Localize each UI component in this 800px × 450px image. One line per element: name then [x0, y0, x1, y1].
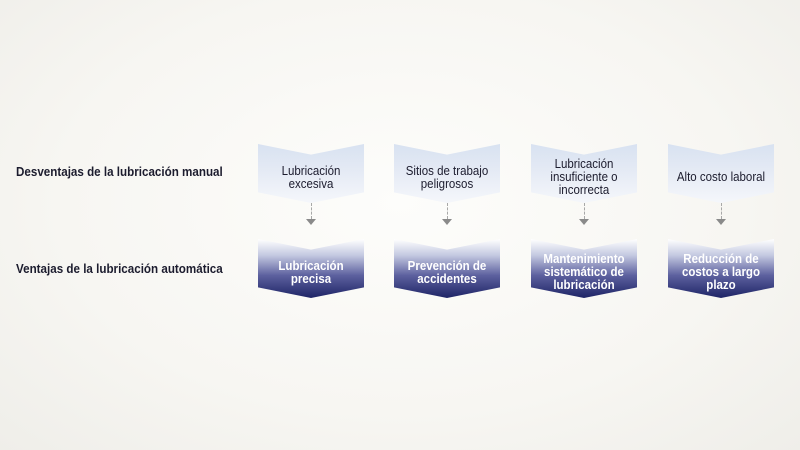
connector-line-4: [721, 203, 722, 219]
connector-line-2: [447, 203, 448, 219]
disadvantages-row-label: Desventajas de la lubricación manual: [16, 165, 223, 179]
advantage-chevron-3: Mantenimiento sistemático de lubricación: [531, 239, 637, 298]
advantage-text-1: Lubricación precisa: [278, 258, 344, 286]
connector-line-3: [584, 203, 585, 219]
advantage-chevron-1: Lubricación precisa: [258, 239, 364, 298]
disadvantage-chevron-1: Lubricación excesiva: [258, 144, 364, 203]
disadvantage-text-3: Lubricación insuficiente o incorrecta: [550, 157, 618, 197]
disadvantage-chevron-2: Sitios de trabajo peligrosos: [394, 144, 500, 203]
disadvantage-text-2: Sitios de trabajo peligrosos: [405, 163, 489, 191]
advantage-chevron-4: Reducción de costos a largo plazo: [668, 239, 774, 298]
down-arrow-icon-3: [579, 219, 589, 225]
disadvantage-chevron-4: Alto costo laboral: [668, 144, 774, 203]
down-arrow-icon-4: [716, 219, 726, 225]
down-arrow-icon-2: [442, 219, 452, 225]
advantages-row-label: Ventajas de la lubricación automática: [16, 262, 223, 276]
advantage-text-2: Prevención de accidentes: [407, 258, 487, 286]
disadvantage-text-4: Alto costo laboral: [676, 170, 766, 184]
disadvantage-chevron-3: Lubricación insuficiente o incorrecta: [531, 144, 637, 203]
connector-line-1: [311, 203, 312, 219]
advantage-chevron-2: Prevención de accidentes: [394, 239, 500, 298]
advantage-text-4: Reducción de costos a largo plazo: [682, 252, 760, 292]
advantage-text-3: Mantenimiento sistemático de lubricación: [543, 252, 625, 292]
disadvantage-text-1: Lubricación excesiva: [281, 163, 341, 191]
down-arrow-icon-1: [306, 219, 316, 225]
